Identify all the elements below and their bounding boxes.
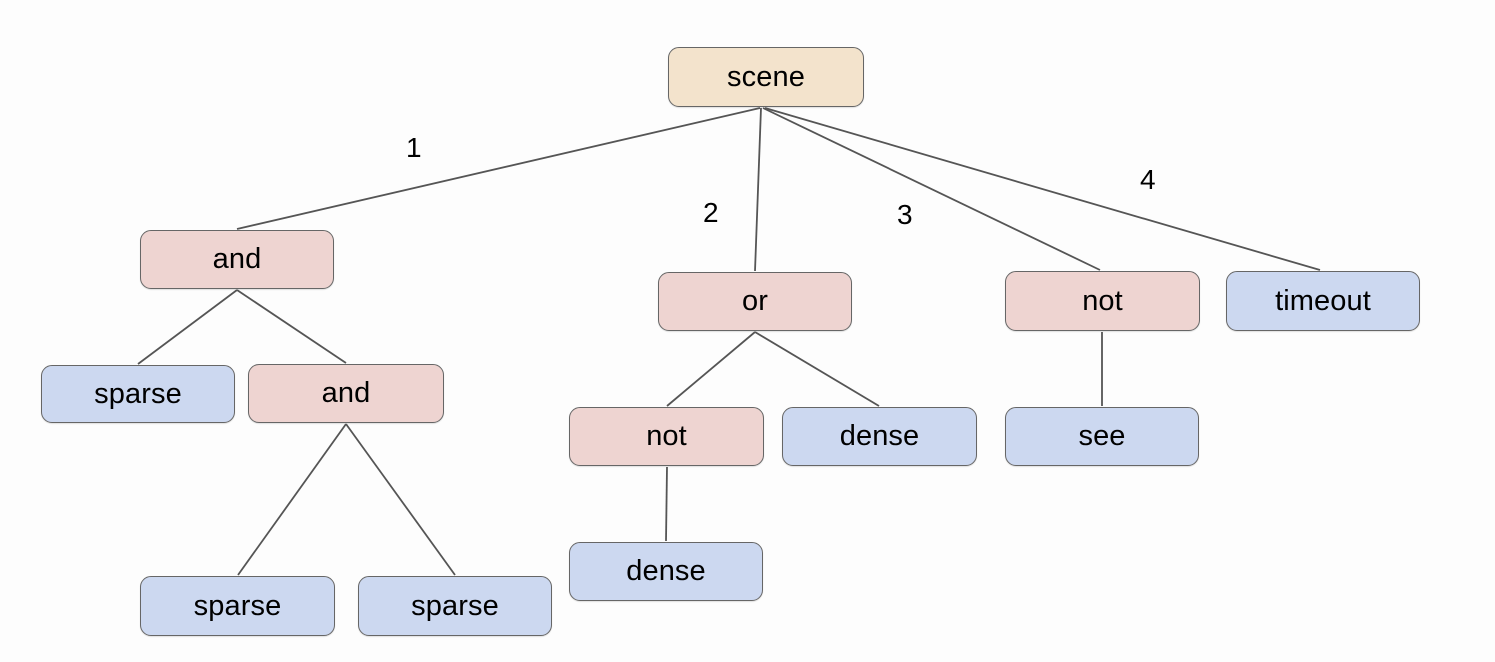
edge-scene-to-and1 — [236, 107, 761, 230]
edge-label-2: 2 — [703, 197, 719, 228]
edge-or1-to-not_m — [666, 331, 756, 407]
edge-and1-to-sparse1 — [137, 289, 238, 365]
node-scene[interactable]: scene — [668, 47, 864, 107]
node-sparse1[interactable]: sparse — [41, 365, 235, 423]
node-not_m[interactable]: not — [569, 407, 764, 466]
edge-label-1: 1 — [406, 132, 422, 163]
node-sparse3[interactable]: sparse — [358, 576, 552, 636]
edge-or1-to-dense1 — [754, 331, 880, 407]
edge-label-3: 3 — [897, 199, 913, 230]
edge-and2-to-sparse3 — [345, 423, 456, 576]
edge-scene-to-or1 — [754, 107, 762, 272]
node-and2[interactable]: and — [248, 364, 444, 423]
node-dense1[interactable]: dense — [782, 407, 977, 466]
node-dense2[interactable]: dense — [569, 542, 763, 601]
node-or1[interactable]: or — [658, 272, 852, 331]
node-and1[interactable]: and — [140, 230, 334, 289]
edge-scene-to-not_r — [762, 107, 1101, 271]
node-sparse2[interactable]: sparse — [140, 576, 335, 636]
edge-label-4: 4 — [1140, 164, 1156, 195]
edge-not_m-to-dense2 — [665, 466, 668, 542]
node-not_r[interactable]: not — [1005, 271, 1200, 331]
edge-scene-to-timeout — [764, 107, 1321, 271]
edge-and2-to-sparse2 — [237, 423, 347, 576]
node-see[interactable]: see — [1005, 407, 1199, 466]
node-timeout[interactable]: timeout — [1226, 271, 1420, 331]
edge-and1-to-and2 — [236, 289, 347, 364]
